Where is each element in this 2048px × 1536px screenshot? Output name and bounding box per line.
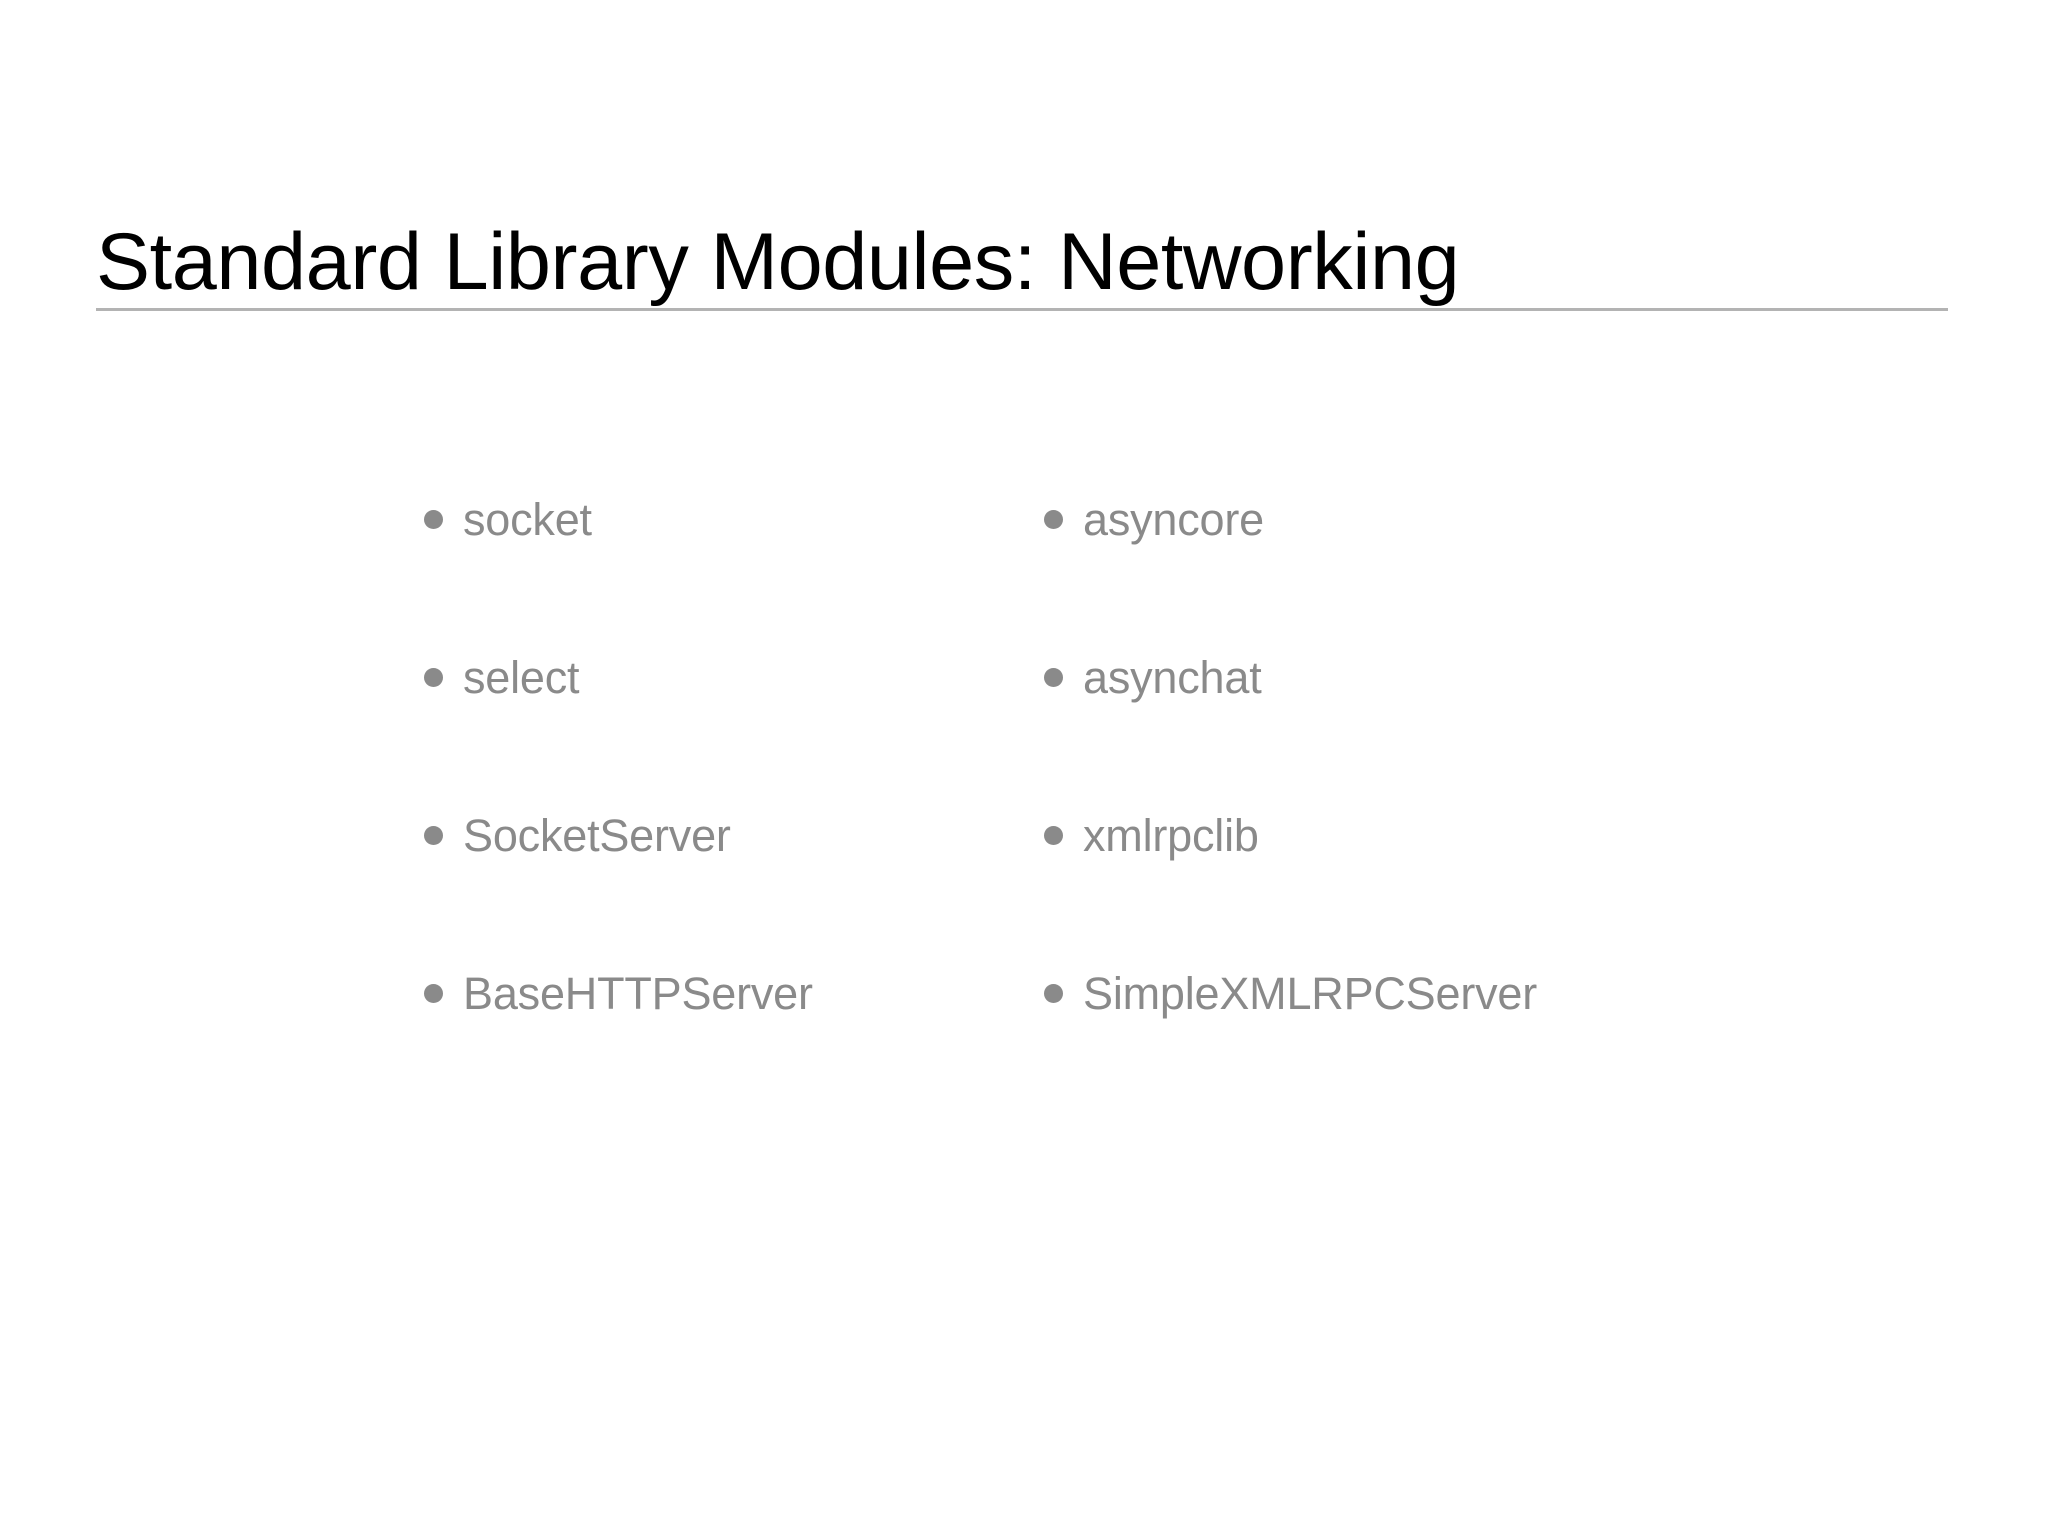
bullet-dot-icon <box>424 825 443 845</box>
list-item-label: SimpleXMLRPCServer <box>1083 967 1538 1019</box>
list-item-label: asynchat <box>1083 651 1262 703</box>
list-item: xmlrpclib <box>1044 756 1537 914</box>
bullet-dot-icon <box>1044 509 1063 529</box>
left-column: socket select SocketServer BaseHTTPServe… <box>424 440 813 1072</box>
list-item: select <box>424 598 813 756</box>
list-item: asyncore <box>1044 440 1537 598</box>
list-item: asynchat <box>1044 598 1537 756</box>
list-item-label: BaseHTTPServer <box>463 967 813 1019</box>
list-item-label: select <box>463 651 580 703</box>
title-divider <box>96 308 1948 311</box>
list-item: socket <box>424 440 813 598</box>
list-item-label: socket <box>463 493 592 545</box>
list-item-label: SocketServer <box>463 809 731 861</box>
page-title: Standard Library Modules: Networking <box>96 217 1460 308</box>
list-item-label: xmlrpclib <box>1083 809 1259 861</box>
bullet-dot-icon <box>1044 825 1063 845</box>
list-item: SimpleXMLRPCServer <box>1044 914 1537 1072</box>
list-item: BaseHTTPServer <box>424 914 813 1072</box>
bullet-list-area: socket select SocketServer BaseHTTPServe… <box>0 440 2048 1060</box>
bullet-dot-icon <box>424 509 443 529</box>
list-item-label: asyncore <box>1083 493 1264 545</box>
right-column: asyncore asynchat xmlrpclib SimpleXMLRPC… <box>1044 440 1537 1072</box>
bullet-dot-icon <box>424 667 443 687</box>
bullet-dot-icon <box>424 983 443 1003</box>
list-item: SocketServer <box>424 756 813 914</box>
bullet-dot-icon <box>1044 667 1063 687</box>
bullet-dot-icon <box>1044 983 1063 1003</box>
